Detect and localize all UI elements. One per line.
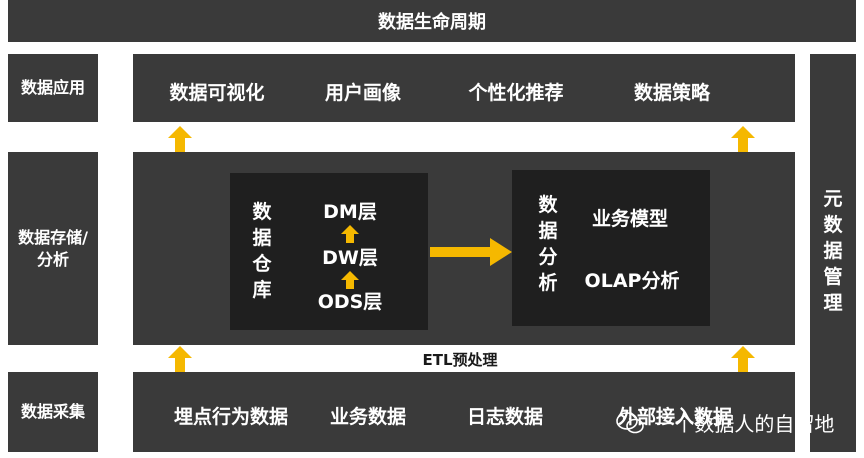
- warehouse-title-char: 库: [252, 279, 272, 301]
- wechat-icon: [616, 411, 644, 433]
- collect-item-log: 日志数据: [466, 406, 544, 428]
- collect-item-external: 外部接入数据: [617, 406, 733, 428]
- lifecycle-header: 数据生命周期: [8, 0, 856, 42]
- collect-item-tracking: 埋点行为数据: [173, 406, 289, 428]
- layer-dm: DM层: [323, 201, 377, 223]
- watermark: 一个数据人的自留地: [616, 408, 834, 437]
- arrow-up-ods-to-dw: [341, 271, 359, 289]
- watermark-text: 一个数据人的自留地: [654, 412, 835, 436]
- data-analysis-box: 数 据 分 析 业务模型 OLAP分析: [512, 170, 710, 326]
- app-item-visualization: 数据可视化: [169, 82, 265, 104]
- metadata-title-char: 元: [823, 188, 843, 210]
- arrow-right-warehouse-to-analysis: [430, 238, 512, 266]
- data-warehouse-box: 数 据 仓 库 DM层 DW层 ODS层: [230, 173, 428, 330]
- metadata-title-char: 据: [823, 240, 843, 262]
- warehouse-title: 数 据 仓 库: [250, 199, 274, 303]
- collect-item-business: 业务数据: [329, 406, 407, 428]
- label-data-storage-analysis: 数据存储/ 分析: [8, 152, 98, 345]
- collection-row: 埋点行为数据 业务数据 日志数据 外部接入数据: [133, 372, 795, 452]
- analysis-title: 数 据 分 析: [536, 192, 560, 296]
- label-data-collection-text: 数据采集: [20, 402, 85, 421]
- label-storage-line1: 数据存储/: [18, 227, 88, 247]
- etl-label: ETL预处理: [380, 349, 540, 370]
- metadata-title-char: 理: [823, 292, 843, 314]
- layer-dw: DW层: [322, 247, 378, 269]
- metadata-title: 元 数 据 管 理: [821, 186, 845, 316]
- analysis-title-char: 析: [538, 272, 558, 294]
- analysis-olap: OLAP分析: [584, 270, 680, 292]
- analysis-title-char: 分: [538, 246, 558, 268]
- label-storage-line2: 分析: [36, 249, 69, 269]
- layer-ods: ODS层: [317, 291, 383, 313]
- app-item-user-profile: 用户画像: [324, 82, 402, 104]
- warehouse-title-char: 仓: [252, 253, 272, 275]
- arrow-up-left-bottom: [168, 346, 192, 372]
- warehouse-title-char: 据: [252, 227, 272, 249]
- label-data-application-text: 数据应用: [20, 78, 85, 97]
- lifecycle-title: 数据生命周期: [378, 12, 486, 33]
- label-data-collection: 数据采集: [8, 372, 98, 452]
- app-item-data-strategy: 数据策略: [633, 82, 711, 104]
- warehouse-title-char: 数: [252, 201, 272, 223]
- app-item-recommendation: 个性化推荐: [468, 82, 564, 104]
- metadata-title-char: 数: [823, 214, 843, 236]
- metadata-management: 元 数 据 管 理: [810, 54, 856, 452]
- application-row: 数据可视化 用户画像 个性化推荐 数据策略: [133, 54, 795, 122]
- label-data-application: 数据应用: [8, 54, 98, 122]
- arrow-up-dw-to-dm: [341, 225, 359, 243]
- analysis-title-char: 据: [538, 220, 558, 242]
- analysis-business-model: 业务模型: [591, 208, 669, 230]
- analysis-title-char: 数: [538, 194, 558, 216]
- etl-label-text: ETL预处理: [422, 351, 498, 369]
- arrow-up-right-top: [731, 126, 755, 152]
- arrow-up-left-top: [168, 126, 192, 152]
- arrow-up-right-bottom: [731, 346, 755, 372]
- metadata-title-char: 管: [823, 266, 843, 288]
